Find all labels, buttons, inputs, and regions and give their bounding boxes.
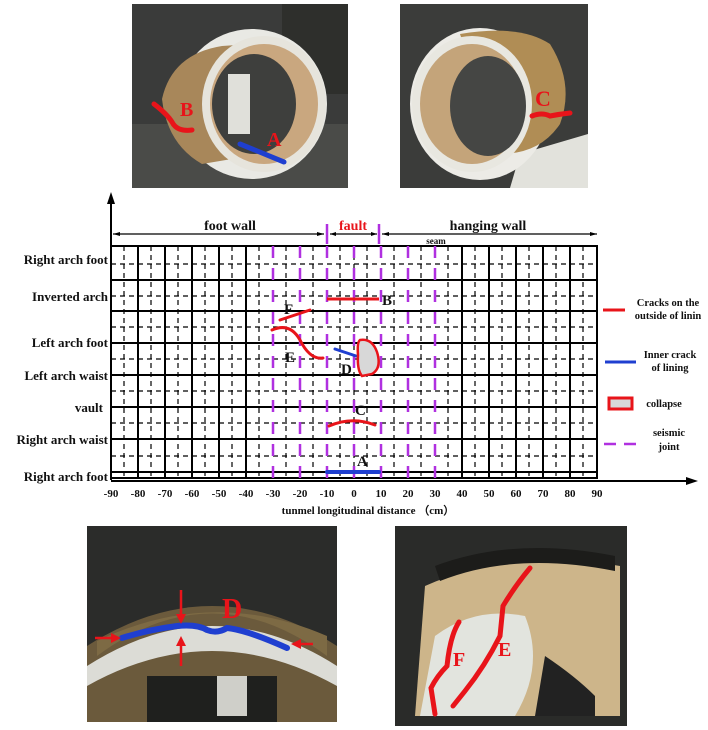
region-seam: seam — [426, 236, 446, 246]
row-label: Inverted arch — [32, 289, 109, 304]
x-axis-arrow-icon — [686, 477, 698, 485]
svg-text:-60: -60 — [185, 488, 200, 500]
svg-text:E: E — [285, 350, 295, 366]
svg-text:10: 10 — [376, 488, 388, 500]
seismic-joints — [271, 246, 437, 478]
photo-top-right: C — [400, 4, 588, 188]
svg-text:-30: -30 — [266, 488, 281, 500]
damage-distribution-diagram: foot wall fault hanging wall seam — [17, 192, 701, 517]
svg-text:80: 80 — [565, 488, 577, 500]
svg-text:-20: -20 — [293, 488, 308, 500]
crack-a-mark — [237, 141, 287, 165]
row-label: Left arch foot — [32, 335, 109, 350]
crack-a: A — [325, 454, 381, 474]
svg-text:90: 90 — [592, 488, 604, 500]
crack-c-mark — [529, 110, 573, 119]
svg-text:outside of linin: outside of linin — [635, 311, 702, 322]
row-label: Right arch foot — [24, 252, 109, 267]
svg-text:30: 30 — [430, 488, 442, 500]
crack-b-mark — [151, 101, 195, 133]
svg-text:F: F — [284, 302, 293, 318]
photo-label-f: F — [453, 649, 465, 671]
svg-text:B: B — [382, 293, 392, 309]
svg-text:20: 20 — [403, 488, 415, 500]
crack-f-mark — [428, 619, 462, 717]
row-label: Left arch waist — [24, 368, 108, 383]
photo-label-b: B — [180, 99, 193, 121]
svg-text:-40: -40 — [239, 488, 254, 500]
x-tick-labels: -90 -80 -70 -60 -50 -40 -30 -20 -10 0 10… — [104, 488, 603, 500]
photo-label-a: A — [267, 129, 282, 151]
row-label: Right arch waist — [17, 432, 109, 447]
region-hanging-wall: hanging wall — [450, 219, 527, 234]
svg-text:D: D — [341, 362, 352, 378]
svg-text:70: 70 — [538, 488, 550, 500]
svg-text:-10: -10 — [320, 488, 335, 500]
svg-text:60: 60 — [511, 488, 523, 500]
photo-label-d: D — [222, 594, 242, 625]
region-spans — [113, 224, 597, 244]
svg-text:-90: -90 — [104, 488, 119, 500]
svg-text:A: A — [357, 454, 368, 470]
svg-text:40: 40 — [457, 488, 469, 500]
photo-label-e: E — [498, 639, 511, 661]
collapse-zone — [356, 338, 380, 378]
crack-b: B — [327, 293, 392, 309]
svg-text:-80: -80 — [131, 488, 146, 500]
svg-text:of lining: of lining — [651, 363, 689, 374]
crack-c: C — [327, 403, 377, 428]
crack-f: F — [278, 302, 312, 322]
legend: Cracks on the outside of linin Inner cra… — [603, 298, 701, 453]
svg-text:joint: joint — [658, 442, 681, 453]
region-foot-wall: foot wall — [204, 219, 256, 234]
crack-e: E — [270, 326, 325, 366]
photo-bottom-left: D — [87, 526, 337, 722]
svg-text:-50: -50 — [212, 488, 227, 500]
svg-text:0: 0 — [351, 488, 357, 500]
photo-bottom-right: F E — [395, 526, 627, 726]
row-label: Right arch foot — [24, 469, 109, 484]
svg-text:C: C — [355, 403, 366, 419]
photo-label-c: C — [535, 86, 551, 111]
legend-collapse-swatch — [607, 396, 634, 411]
crack-e-mark — [450, 565, 533, 709]
region-fault: fault — [339, 219, 367, 234]
row-label: vault — [75, 400, 104, 415]
row-labels: Right arch foot Inverted arch Left arch … — [17, 252, 109, 484]
svg-text:-70: -70 — [158, 488, 173, 500]
y-axis-arrow-icon — [107, 192, 115, 204]
svg-text:50: 50 — [484, 488, 496, 500]
x-axis-label: tunmel longitudinal distance （cm） — [282, 504, 455, 517]
svg-text:collapse: collapse — [646, 399, 682, 410]
svg-text:seismic: seismic — [653, 428, 685, 439]
photo-top-left: B A — [132, 4, 348, 188]
crack-d: D — [333, 347, 358, 378]
svg-text:Inner crack: Inner crack — [644, 350, 697, 361]
svg-text:Cracks on the: Cracks on the — [637, 298, 700, 309]
crack-d-mark — [119, 622, 290, 651]
